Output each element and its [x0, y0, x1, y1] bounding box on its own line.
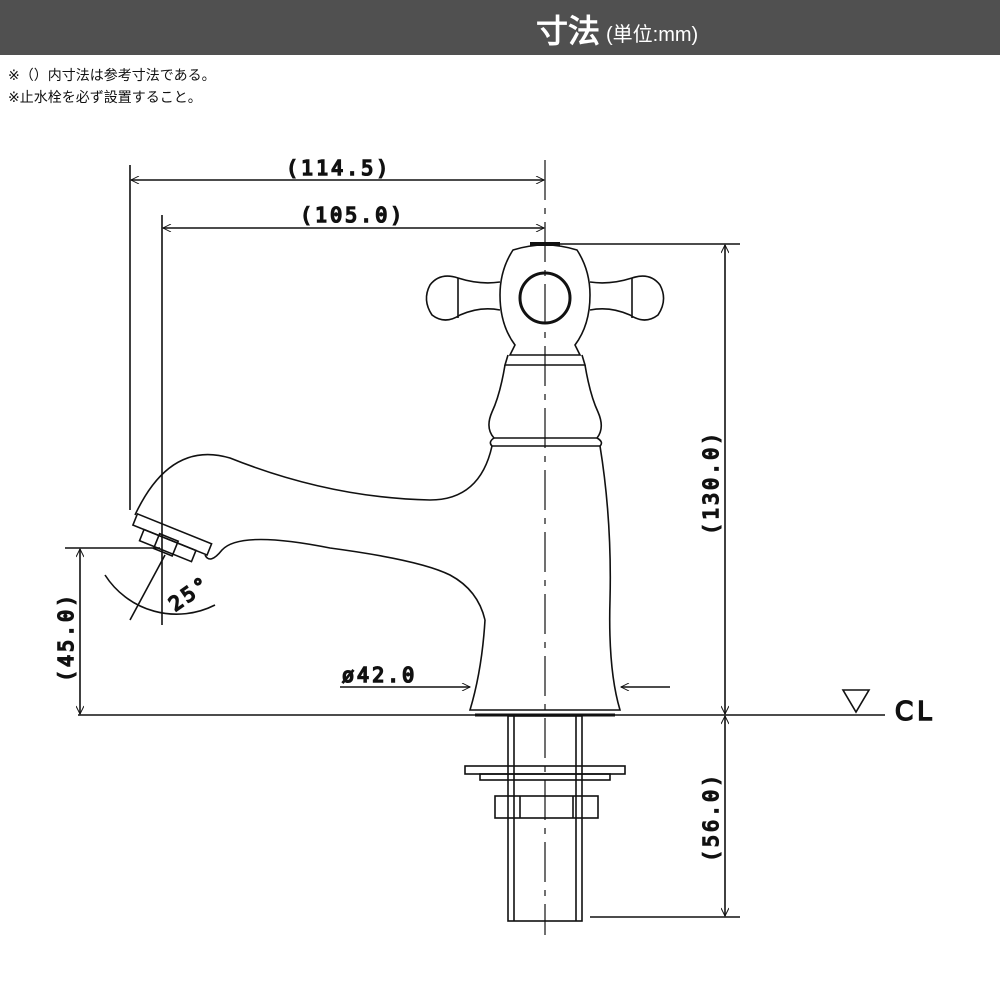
- dim-130-0-label: (130.0): [699, 430, 723, 535]
- dim-56-0-label: (56.0): [699, 772, 723, 862]
- dim-114-5-label: (114.5): [286, 156, 391, 180]
- note-reference: ※（）内寸法は参考寸法である。: [8, 68, 216, 84]
- dim-diameter-42: ø42.0: [340, 662, 670, 687]
- dim-130-0: (130.0): [548, 243, 740, 714]
- dim-105-0: (105.0): [161, 202, 544, 625]
- mounting-shank: [464, 715, 626, 922]
- dim-56-0: (56.0): [590, 716, 740, 918]
- header-bar: 寸法 (単位:mm): [0, 0, 1000, 55]
- dim-45-0-label: (45.0): [54, 592, 78, 682]
- dim-diameter-label: ø42.0: [342, 663, 417, 687]
- cl-label: CL: [895, 697, 936, 727]
- note-stop-valve: ※止水栓を必ず設置すること。: [8, 90, 202, 106]
- cross-handle: [425, 242, 665, 356]
- unit-label: (単位:mm): [606, 24, 699, 46]
- dim-45-0: (45.0): [53, 547, 160, 714]
- dim-114-5: (114.5): [129, 155, 544, 510]
- notes: ※（）内寸法は参考寸法である。 ※止水栓を必ず設置すること。: [8, 65, 216, 109]
- dim-105-0-label: (105.0): [300, 203, 405, 227]
- level-triangle-icon: [841, 689, 871, 714]
- faucet-body: [131, 354, 622, 717]
- dim-angle-25: 25°: [104, 554, 216, 621]
- page-title: 寸法: [535, 12, 600, 50]
